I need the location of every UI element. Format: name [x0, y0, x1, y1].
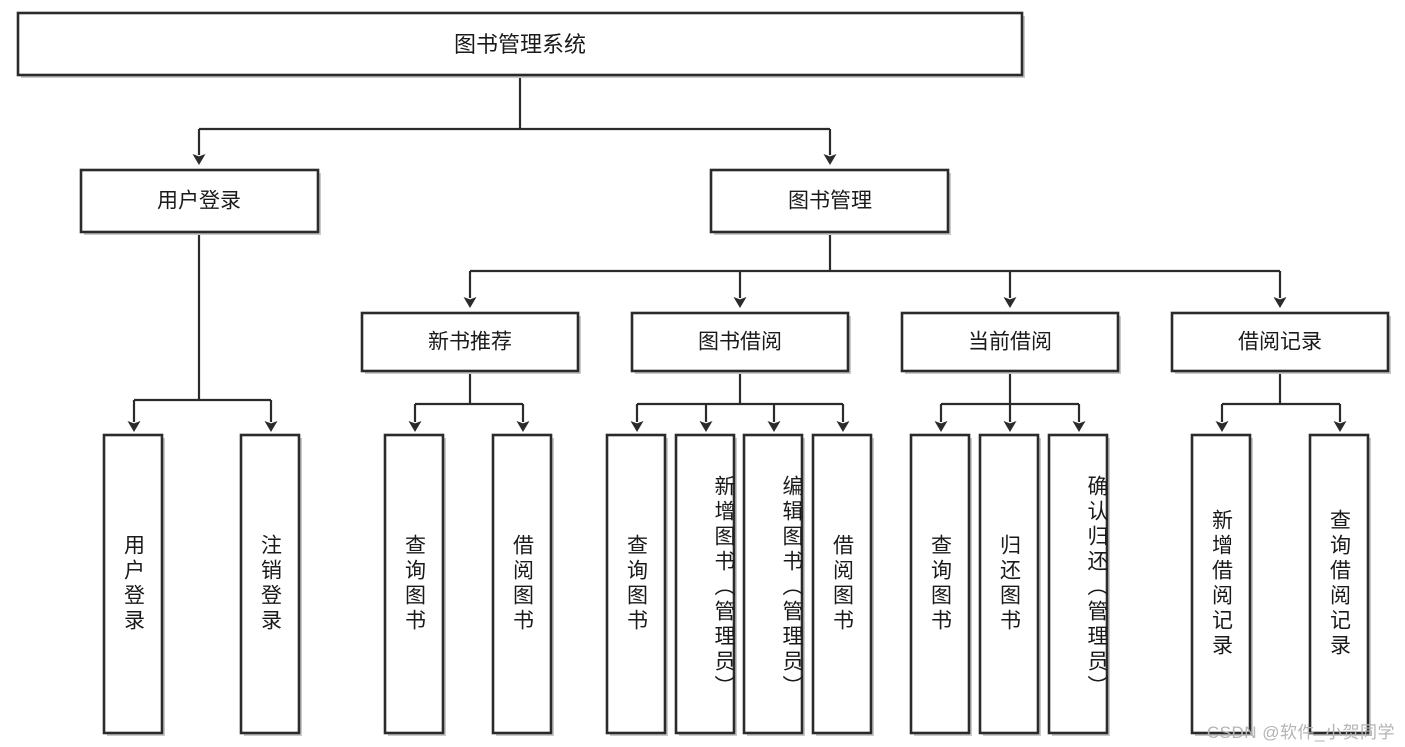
- leaf-node-borrow-record-2[interactable]: [1308, 433, 1371, 736]
- node-root[interactable]: 图书管理系统: [16, 11, 1025, 78]
- leaf-node-current-borrow-3[interactable]: [1047, 433, 1110, 736]
- leaf-node-book-borrow-3[interactable]: [742, 433, 805, 736]
- leaf-node-new-book-2[interactable]: [491, 433, 554, 736]
- leaf-node-book-borrow-1[interactable]: [605, 433, 668, 736]
- node-book-borrow[interactable]: 图书借阅: [630, 311, 851, 374]
- node-current-borrow[interactable]: 当前借阅: [900, 311, 1121, 374]
- leaf-node-user-login-2[interactable]: [239, 433, 302, 736]
- node-book-management[interactable]: 图书管理: [709, 168, 951, 235]
- leaf-node-book-borrow-2[interactable]: [674, 433, 737, 736]
- node-borrow-record-label: 借阅记录: [1238, 331, 1322, 354]
- leaf-node-borrow-record-1[interactable]: [1190, 433, 1253, 736]
- node-user-login[interactable]: 用户登录: [79, 168, 321, 235]
- leaf-node-book-borrow-4[interactable]: [811, 433, 874, 736]
- leaf-node-current-borrow-2[interactable]: [978, 433, 1041, 736]
- node-book-management-label: 图书管理: [788, 190, 872, 213]
- node-borrow-record[interactable]: 借阅记录: [1170, 311, 1391, 374]
- node-user-login-label: 用户登录: [157, 190, 241, 213]
- node-new-book-recommend[interactable]: 新书推荐: [360, 311, 581, 374]
- node-current-borrow-label: 当前借阅: [968, 331, 1052, 354]
- connector-group: [127, 77, 1347, 432]
- watermark-text: CSDN @软件_小贺同学: [1206, 723, 1395, 742]
- leaf-node-user-login-1[interactable]: [102, 433, 165, 736]
- node-root-label: 图书管理系统: [454, 32, 586, 57]
- node-book-borrow-label: 图书借阅: [698, 331, 782, 354]
- leaf-node-current-borrow-1[interactable]: [909, 433, 972, 736]
- leaf-node-new-book-1[interactable]: [383, 433, 446, 736]
- node-new-book-recommend-label: 新书推荐: [428, 331, 512, 354]
